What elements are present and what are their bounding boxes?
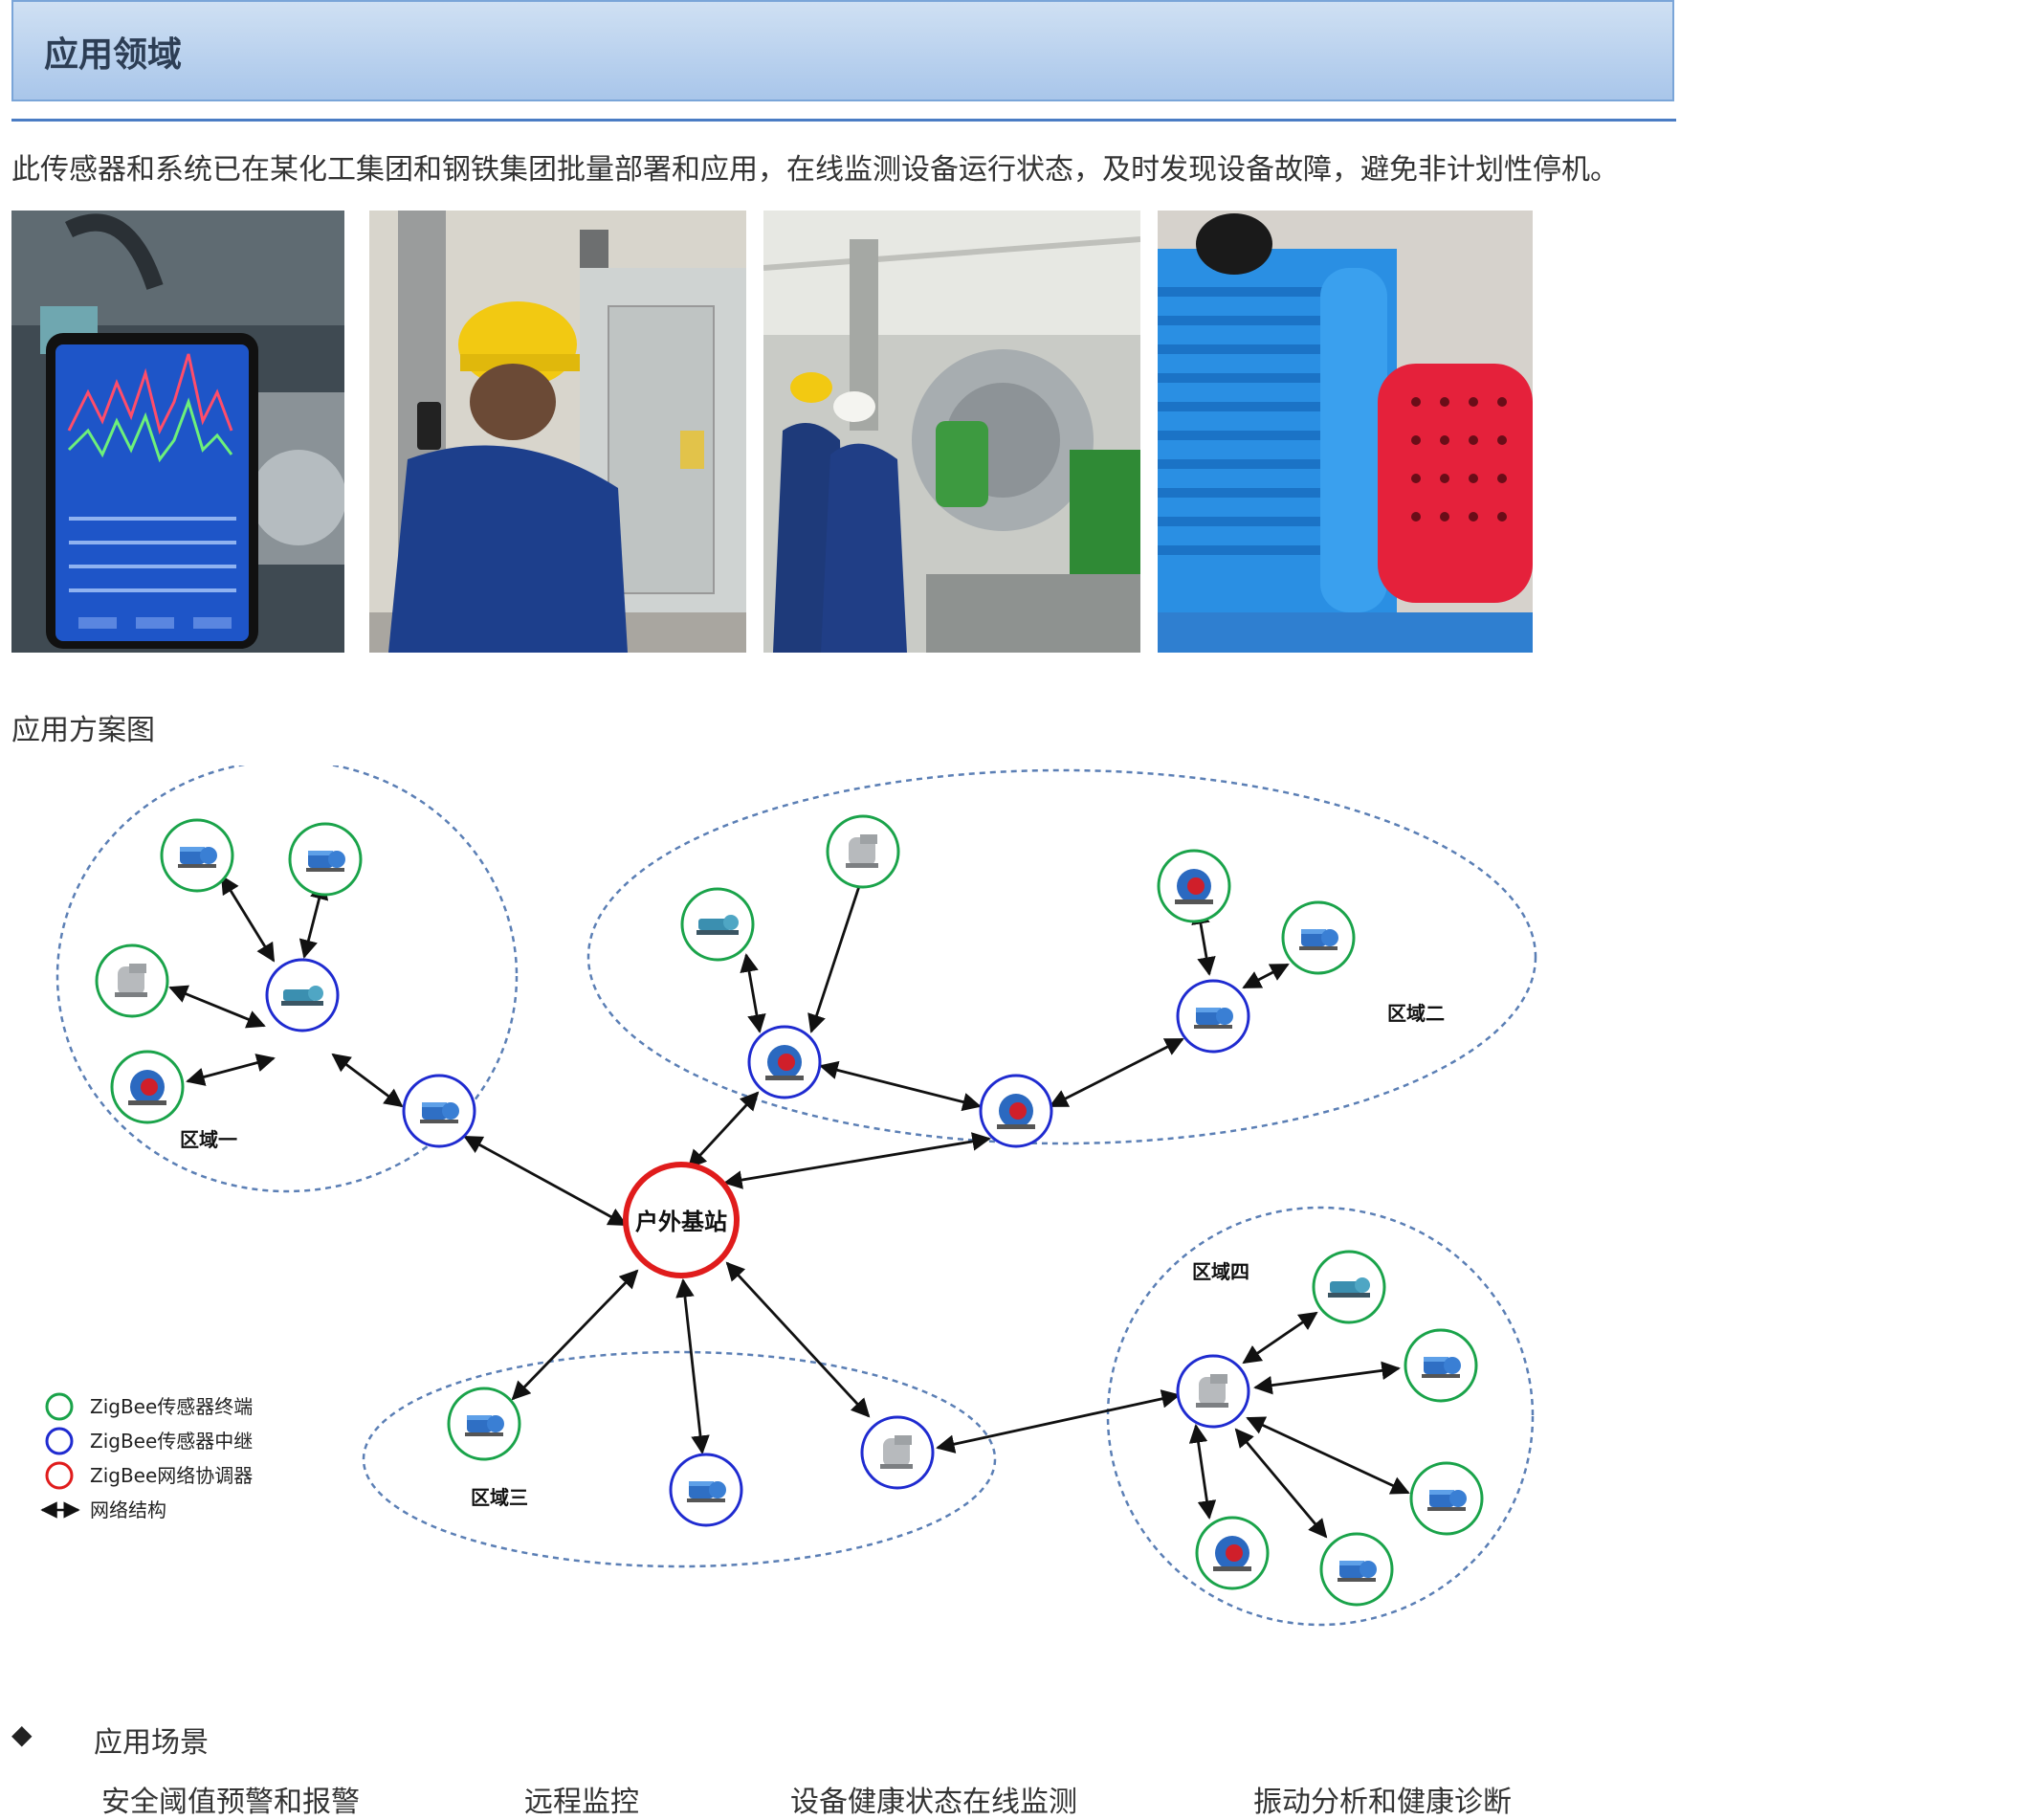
scene-item: 振动分析和健康诊断 [1253,1786,1512,1819]
motor-closeup-photo [1158,211,1533,653]
legend-label: 网络结构 [90,1498,166,1521]
phone-app-photo [11,211,344,653]
zone-ellipse [586,768,1537,1145]
plant-photo-icon [763,211,1140,653]
zone-label: 区域三 [471,1486,528,1509]
phone-monitoring-photo-icon [11,211,344,653]
header-divider [11,119,1676,122]
plant-workers-photo [763,211,1140,653]
legend-label: ZigBee传感器终端 [90,1395,253,1418]
zone-ellipse [55,766,519,1193]
worker-cabinet-photo [369,211,746,653]
network-diagram: 户外基站 区域一 区域二 区域三 区域四 ZigBee传感器终端 ZigBee传… [40,766,1537,1627]
section-title: 应用领域 [44,35,183,75]
zone-ellipse [1106,1206,1535,1627]
legend-coordinator-icon [45,1461,74,1490]
legend-label: ZigBee网络协调器 [90,1464,253,1487]
zone-label: 区域二 [1387,1002,1445,1025]
scheme-label: 应用方案图 [11,714,155,747]
center-label: 户外基站 [635,1209,727,1235]
legend-label: ZigBee传感器中继 [90,1430,253,1453]
legend-relay-icon [45,1427,74,1455]
intro-paragraph: 此传感器和系统已在某化工集团和钢铁集团批量部署和应用，在线监测设备运行状态，及时… [11,153,1619,187]
worker-photo-icon [369,211,746,653]
scene-item: 安全阈值预警和报警 [101,1786,360,1819]
coordinator-node [623,1162,740,1278]
scenes-title: 应用场景 [94,1726,209,1760]
diagram-legend: ZigBee传感器终端 ZigBee传感器中继 ZigBee网络协调器 网络结构 [40,1392,253,1521]
motor-photo-icon [1158,211,1533,653]
diamond-bullet-icon: ◆ [11,1719,33,1750]
zone-label: 区域四 [1192,1260,1249,1283]
section-header: 应用领域 [11,0,1674,101]
scene-item: 远程监控 [524,1786,639,1819]
legend-terminal-icon [45,1392,74,1421]
scene-item: 设备健康状态在线监测 [790,1786,1077,1819]
zone-label: 区域一 [180,1128,237,1151]
